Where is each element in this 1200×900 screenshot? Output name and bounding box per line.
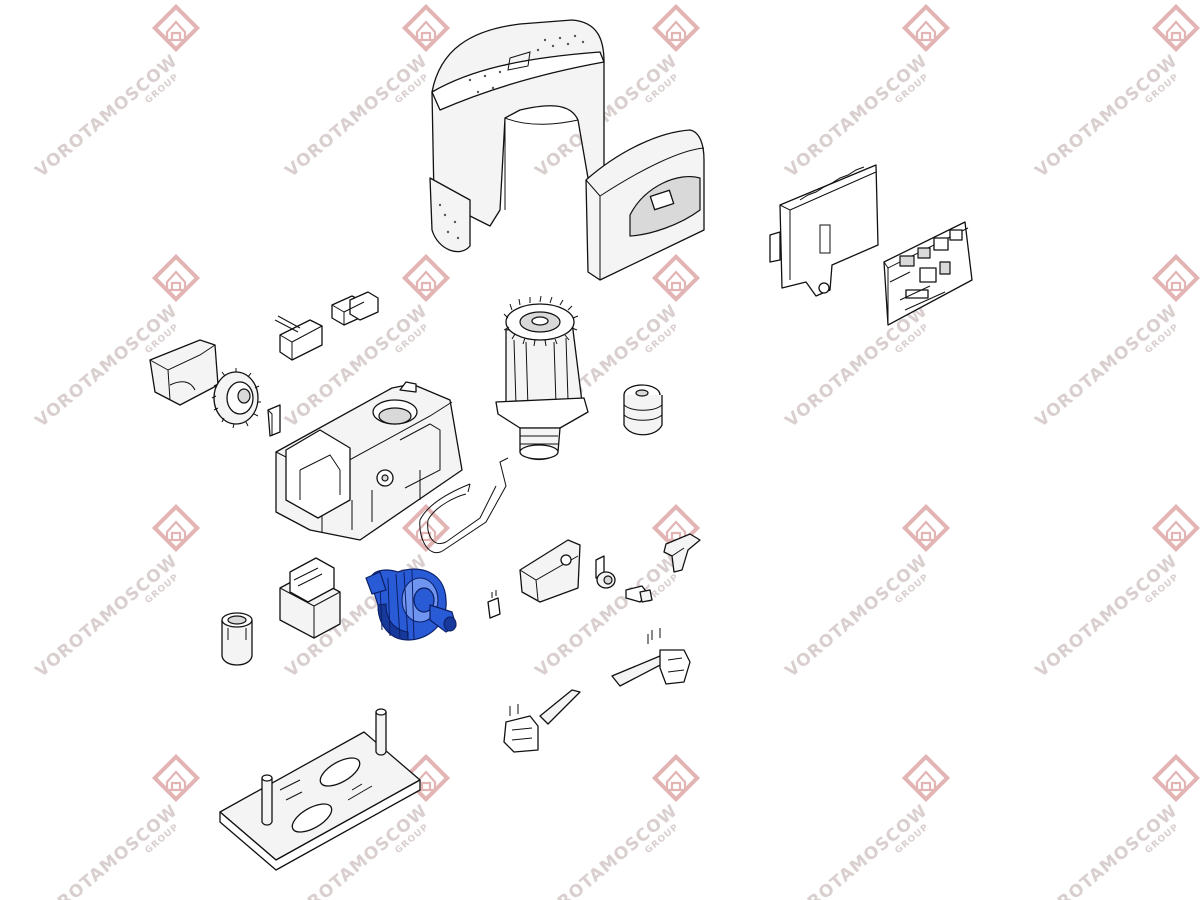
- limit-switch-right[interactable]: [611, 628, 691, 687]
- gasket[interactable]: [419, 457, 509, 553]
- watermark-text: VOROTAMOSCOW: [782, 51, 932, 182]
- release-lever[interactable]: [663, 533, 701, 573]
- watermark-logo-icon: [651, 253, 701, 303]
- transformer[interactable]: [279, 557, 341, 639]
- watermark-logo-icon: [1151, 753, 1200, 803]
- watermark-text: VOROTAMOSCOW: [782, 801, 932, 900]
- watermark-logo-icon: [151, 253, 201, 303]
- drive-pinion[interactable]: [211, 368, 261, 429]
- release-cover[interactable]: [519, 539, 581, 603]
- watermark-logo-icon: [1151, 253, 1200, 303]
- pulley[interactable]: [623, 384, 663, 436]
- watermark-logo-icon: [401, 253, 451, 303]
- watermark-logo-icon: [651, 3, 701, 53]
- watermark-logo-icon: [151, 503, 201, 553]
- watermark-text: VOROTAMOSCOW: [1032, 801, 1182, 900]
- watermark-text: VOROTAMOSCOW: [1032, 51, 1182, 182]
- watermark-text: VOROTAMOSCOW: [282, 51, 432, 182]
- key[interactable]: [625, 585, 653, 603]
- connector-pair[interactable]: [331, 291, 379, 326]
- watermark-logo-icon: [901, 753, 951, 803]
- watermark-logo-icon: [401, 503, 451, 553]
- worm-gear[interactable]: [365, 568, 457, 641]
- control-board-bracket[interactable]: [769, 164, 879, 297]
- watermark-logo-icon: [901, 503, 951, 553]
- mounting-plate[interactable]: [219, 708, 421, 871]
- watermark-text: VOROTAMOSCOW: [32, 51, 182, 182]
- watermark-logo-icon: [151, 3, 201, 53]
- capacitor[interactable]: [221, 612, 253, 666]
- watermark-logo-icon: [901, 3, 951, 53]
- terminal-block[interactable]: [274, 315, 323, 361]
- watermark-text: VOROTAMOSCOW: [32, 801, 182, 900]
- watermark-text: VOROTAMOSCOW: [532, 801, 682, 900]
- watermark-text: VOROTAMOSCOW: [32, 551, 182, 682]
- lock-cylinder[interactable]: [595, 555, 616, 589]
- pinion-cover[interactable]: [149, 339, 219, 406]
- watermark-text: VOROTAMOSCOW: [782, 551, 932, 682]
- watermark-logo-icon: [151, 753, 201, 803]
- gear-housing[interactable]: [275, 381, 463, 541]
- watermark-logo-icon: [651, 753, 701, 803]
- watermark-text: VOROTAMOSCOW: [782, 301, 932, 432]
- watermark-text: VOROTAMOSCOW: [1032, 551, 1182, 682]
- limit-switch-left[interactable]: [503, 689, 581, 753]
- control-board[interactable]: [883, 221, 973, 326]
- clip[interactable]: [267, 404, 281, 437]
- watermark-logo-icon: [401, 3, 451, 53]
- watermark-logo-icon: [1151, 503, 1200, 553]
- watermark-logo-icon: [1151, 3, 1200, 53]
- motor[interactable]: [495, 295, 589, 461]
- front-cover[interactable]: [585, 129, 705, 281]
- top-cover[interactable]: [429, 19, 605, 253]
- watermark-text: VOROTAMOSCOW: [1032, 301, 1182, 432]
- small-connector[interactable]: [487, 590, 501, 619]
